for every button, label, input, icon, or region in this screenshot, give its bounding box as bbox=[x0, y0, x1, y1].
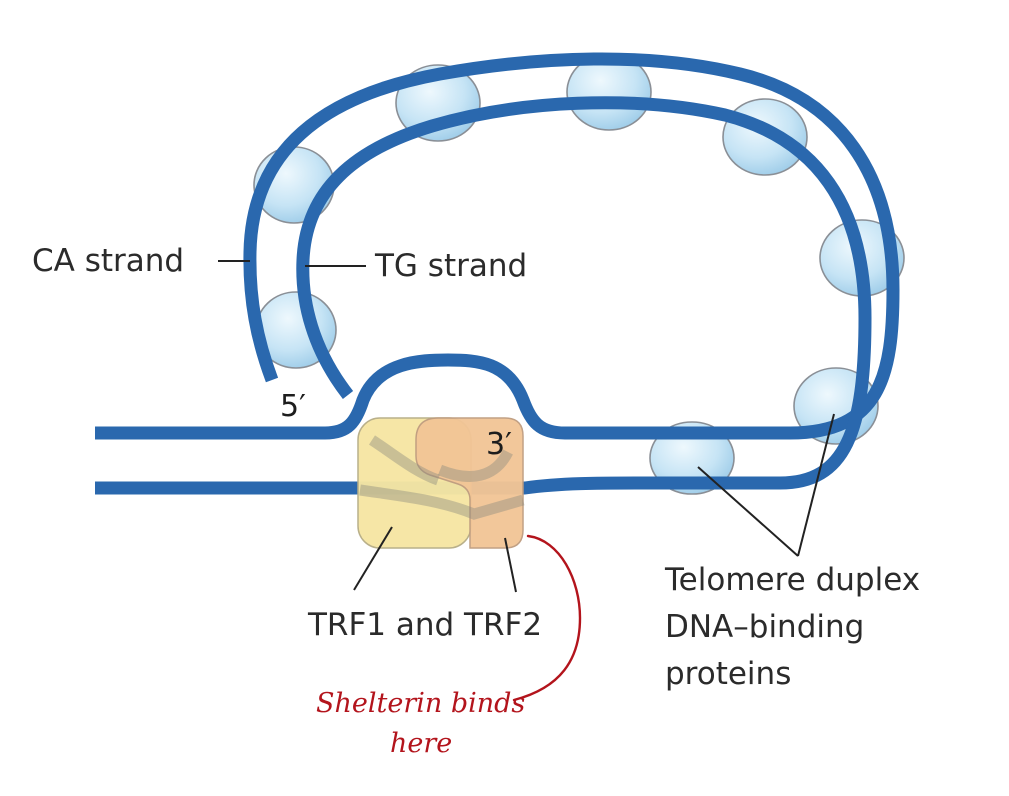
tg-strand-label: TG strand bbox=[374, 248, 527, 284]
annotation-line1: Shelterin binds bbox=[316, 688, 525, 719]
dna-strands bbox=[95, 52, 900, 495]
telomere-label-line1: Telomere duplex bbox=[664, 562, 920, 598]
ca-strand bbox=[95, 52, 900, 440]
trf1-leader bbox=[353, 526, 393, 591]
trf2-leader bbox=[504, 537, 517, 593]
ca-strand-label: CA strand bbox=[32, 243, 184, 279]
trf-label: TRF1 and TRF2 bbox=[307, 607, 542, 643]
telomere-label-line3: proteins bbox=[665, 656, 791, 692]
telomere-protein-leader bbox=[697, 466, 799, 557]
three-prime-label: 3′ bbox=[486, 427, 512, 462]
annotation-line2: here bbox=[390, 728, 452, 759]
strand-shadow bbox=[437, 449, 513, 482]
tg-strand bbox=[95, 96, 872, 495]
binding-protein-bead bbox=[649, 421, 735, 495]
binding-protein-bead bbox=[722, 98, 808, 176]
strand-shadow bbox=[359, 484, 525, 520]
telomere-protein-leader bbox=[797, 413, 835, 557]
trf2-protein bbox=[415, 417, 524, 549]
annotation-arrow bbox=[512, 534, 582, 702]
strand-shadow bbox=[368, 435, 440, 486]
five-prime-label: 5′ bbox=[280, 389, 306, 424]
trf-complex bbox=[357, 417, 525, 549]
telomere-label-line2: DNA–binding bbox=[665, 609, 864, 645]
